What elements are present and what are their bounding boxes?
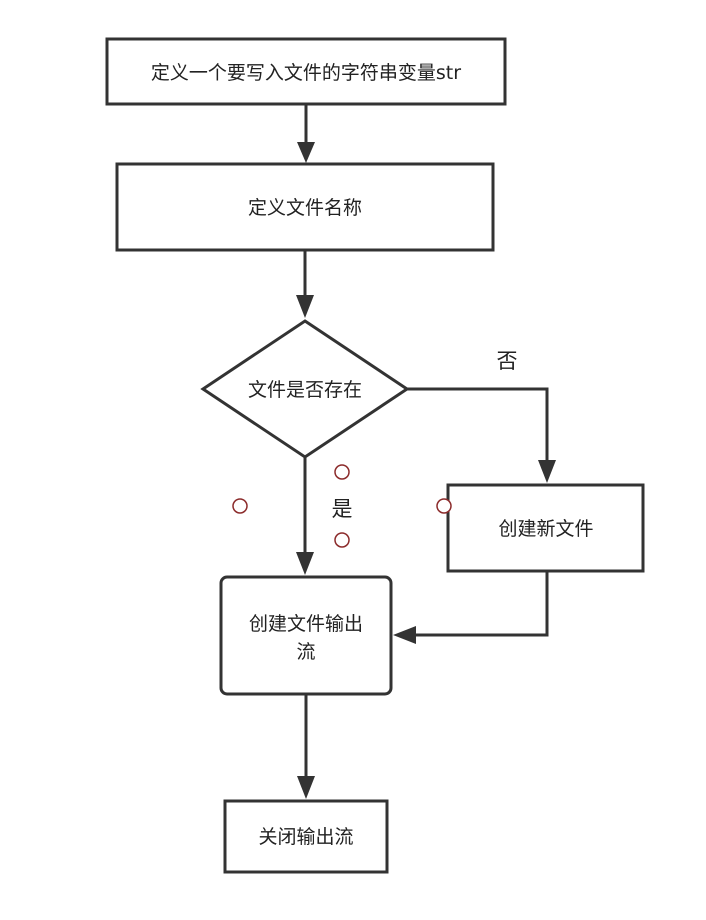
edge-yes-label: 是 <box>332 497 353 521</box>
node-create-stream-label-line2: 流 <box>296 641 315 663</box>
edge-create-file-to-stream <box>393 571 549 644</box>
node-create-stream-label-line1: 创建文件输出 <box>249 613 363 635</box>
edge-decision-to-stream <box>296 457 314 575</box>
decision-file-exists-label: 文件是否存在 <box>248 379 362 401</box>
node-create-file-label: 创建新文件 <box>498 518 593 540</box>
node-define-filename-label: 定义文件名称 <box>248 197 362 219</box>
connection-handle-right[interactable] <box>436 498 452 514</box>
connection-handle-left[interactable] <box>232 498 248 514</box>
edge-stream-to-close <box>297 694 315 799</box>
edge-str-to-filename <box>297 104 315 163</box>
decision-file-exists[interactable]: 文件是否存在 <box>200 319 410 459</box>
node-create-stream[interactable]: 创建文件输出 流 <box>219 575 393 696</box>
node-define-str[interactable]: 定义一个要写入文件的字符串变量str <box>105 37 507 106</box>
node-close-stream[interactable]: 关闭输出流 <box>223 799 389 874</box>
edge-decision-to-create-file <box>407 387 556 483</box>
edge-filename-to-decision <box>296 250 314 318</box>
node-close-stream-label: 关闭输出流 <box>258 826 353 848</box>
node-define-filename[interactable]: 定义文件名称 <box>115 162 495 252</box>
connection-handle-top[interactable] <box>334 464 350 480</box>
connection-handle-bottom[interactable] <box>334 532 350 548</box>
node-define-str-label: 定义一个要写入文件的字符串变量str <box>151 62 461 84</box>
node-create-file[interactable]: 创建新文件 <box>446 483 645 573</box>
edge-no-label: 否 <box>497 349 518 373</box>
